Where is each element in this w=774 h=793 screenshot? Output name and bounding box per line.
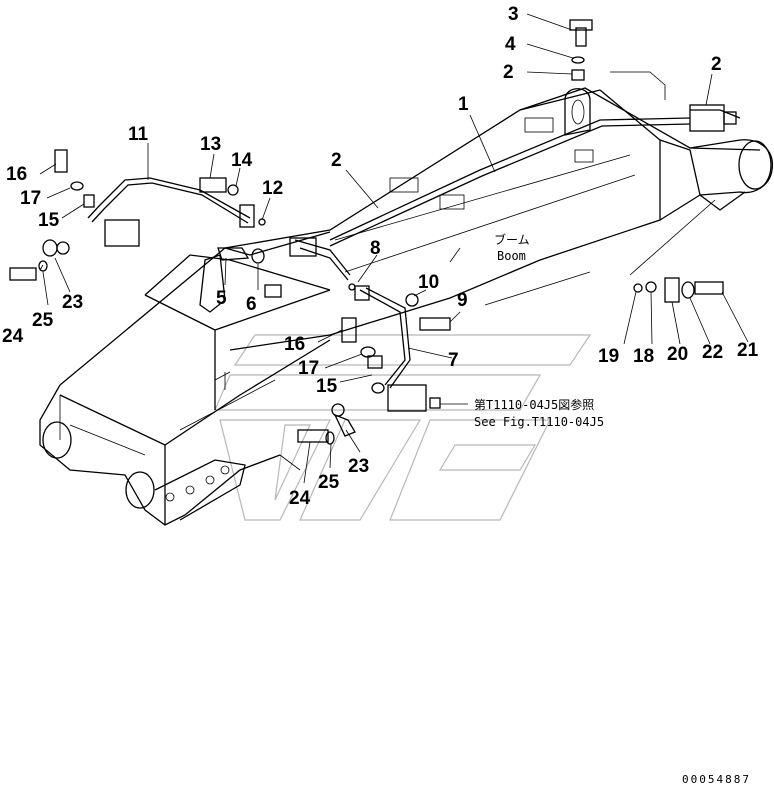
callout-3: 3 <box>508 4 519 25</box>
callout-20: 20 <box>667 344 688 365</box>
reference-note-en: See Fig.T1110-04J5 <box>474 415 604 429</box>
callout-17: 17 <box>298 358 319 379</box>
callout-18: 18 <box>633 346 654 367</box>
callout-14: 14 <box>231 150 253 171</box>
callout-8: 8 <box>370 238 381 259</box>
callout-6: 6 <box>246 294 257 315</box>
callout-7: 7 <box>448 350 459 371</box>
callout-12: 12 <box>262 178 283 199</box>
callout-16: 16 <box>284 334 305 355</box>
callout-15: 15 <box>38 210 60 231</box>
callout-21: 21 <box>737 340 759 361</box>
callout-numbers: 3 4 2 2 1 2 11 13 14 12 16 17 15 8 5 6 2… <box>2 4 759 509</box>
callout-24: 24 <box>2 326 24 347</box>
callout-24: 24 <box>289 488 311 509</box>
callout-23: 23 <box>348 456 369 477</box>
leader-lines <box>39 13 749 484</box>
callout-4: 4 <box>505 34 516 55</box>
watermark-logo <box>214 334 592 521</box>
callout-5: 5 <box>216 288 227 309</box>
callout-2: 2 <box>331 150 342 171</box>
callout-17: 17 <box>20 188 41 209</box>
callout-19: 19 <box>598 346 619 367</box>
callout-22: 22 <box>702 342 723 363</box>
hardware-parts <box>9 19 737 445</box>
callout-13: 13 <box>200 134 221 155</box>
hydraulic-tubes <box>87 109 741 389</box>
boom-label-en: Boom <box>497 249 526 263</box>
reference-note-jp: 第T1110-04J5図参照 <box>474 397 594 412</box>
callout-10: 10 <box>418 272 439 293</box>
callout-2: 2 <box>503 62 514 83</box>
callout-9: 9 <box>457 290 468 311</box>
drawing-number: 00054887 <box>682 773 751 786</box>
callout-25: 25 <box>32 310 54 331</box>
callout-2: 2 <box>711 54 722 75</box>
boom-assembly <box>39 71 773 526</box>
callout-25: 25 <box>318 472 340 493</box>
callout-23: 23 <box>62 292 83 313</box>
callout-16: 16 <box>6 164 27 185</box>
callout-1: 1 <box>458 94 469 115</box>
boom-label-jp: ブーム <box>494 232 530 247</box>
callout-11: 11 <box>128 124 149 145</box>
callout-15: 15 <box>316 376 338 397</box>
